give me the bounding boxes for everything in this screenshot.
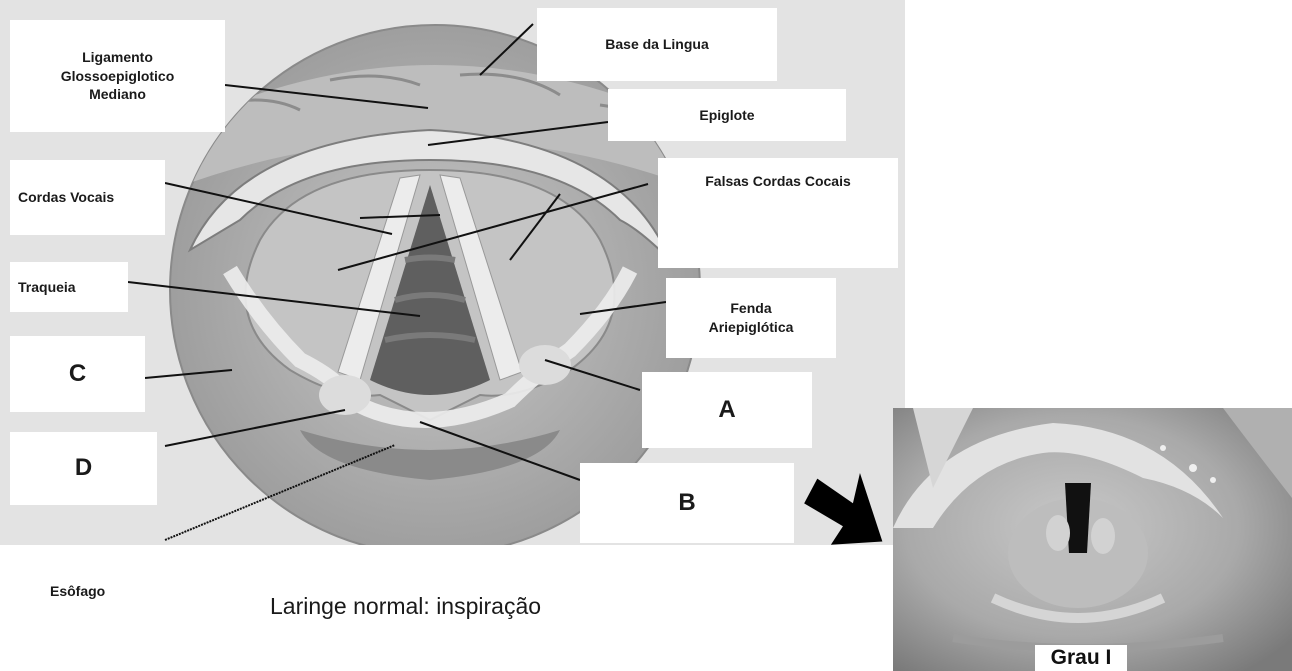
- leader-esofago: [165, 445, 395, 540]
- label-d: D: [10, 432, 157, 505]
- label-base-lingua: Base da Lingua: [537, 8, 777, 81]
- leader-b: [420, 422, 580, 480]
- leader-falsas-1: [338, 184, 648, 270]
- grade-photo-image: [893, 408, 1292, 671]
- grade-label: Grau I: [1035, 645, 1127, 671]
- label-ligamento-line1: Ligamento: [61, 48, 175, 67]
- grade-photo: [893, 408, 1292, 671]
- label-falsas-cordas: Falsas Cordas Cocais: [658, 158, 898, 268]
- label-cordas-vocais: Cordas Vocais: [10, 160, 165, 235]
- leader-d: [165, 410, 345, 446]
- label-traqueia: Traqueia: [10, 262, 128, 312]
- leader-cordas-vocais: [165, 183, 392, 234]
- leader-base-lingua: [480, 24, 533, 75]
- leader-ligamento: [225, 85, 428, 108]
- label-epiglote: Epiglote: [608, 89, 846, 141]
- label-fenda-line1: Fenda: [709, 299, 794, 318]
- label-fenda-line2: Ariepiglótica: [709, 318, 794, 337]
- label-b: B: [580, 463, 794, 543]
- arrow-icon: [800, 468, 900, 558]
- leader-c: [145, 370, 232, 378]
- leader-a: [545, 360, 640, 390]
- leader-traqueia: [128, 282, 420, 316]
- leader-cordas-vocais-2: [360, 215, 440, 218]
- label-ligamento-line3: Mediano: [61, 85, 175, 104]
- label-c: C: [10, 336, 145, 412]
- label-esofago: Esôfago: [50, 583, 105, 599]
- leader-fenda: [580, 302, 666, 314]
- label-fenda: Fenda Ariepiglótica: [666, 278, 836, 358]
- figure-title: Laringe normal: inspiração: [270, 593, 541, 620]
- label-ligamento-line2: Glossoepiglotico: [61, 67, 175, 86]
- label-ligamento: Ligamento Glossoepiglotico Mediano: [10, 20, 225, 132]
- leader-epiglote: [428, 122, 608, 145]
- leader-falsas-2: [510, 194, 560, 260]
- label-a: A: [642, 372, 812, 448]
